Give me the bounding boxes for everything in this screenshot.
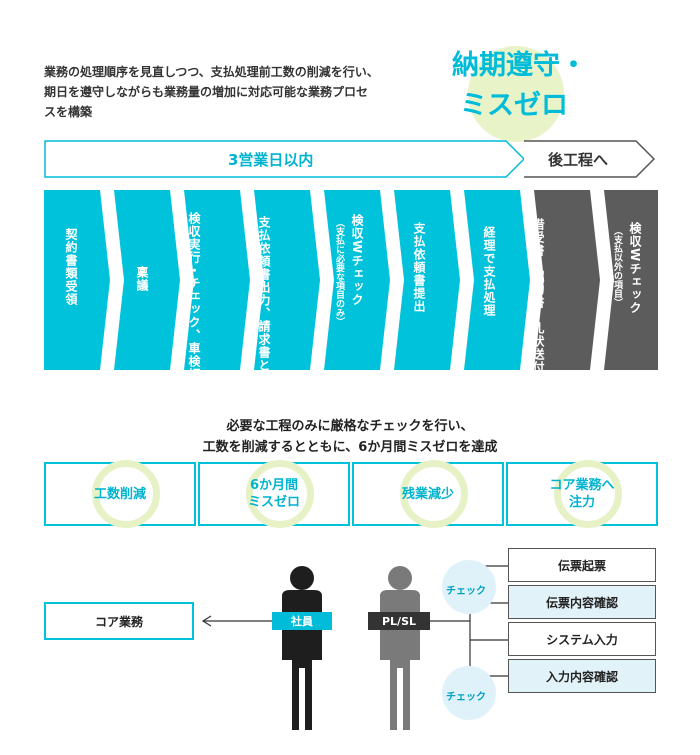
employee-figure-icon (282, 566, 322, 730)
task-box-3: システム入力 (508, 622, 656, 656)
summary-heading: 必要な工程のみに厳格なチェックを行い、 工数を削減するとともに、6か月間ミスゼロ… (0, 416, 700, 458)
summary-line-2: 工数を削減するとともに、6か月間ミスゼロを達成 (202, 440, 498, 455)
goal-headline: 納期遵守・ ミスゼロ (452, 46, 652, 126)
step-9-sublabel: （支払以外の項目） (612, 226, 622, 307)
timeline-next-label: 後工程へ (548, 151, 609, 169)
result-box-1: 工数削減 (44, 460, 196, 528)
task-box-4: 入力内容確認 (508, 659, 656, 693)
step-7-shape (464, 190, 530, 370)
step-2-label: 稟議 (135, 266, 149, 292)
result-3-ring (400, 460, 468, 528)
check-label-2: チェック (446, 692, 486, 703)
step-9-shape (604, 190, 658, 370)
result-4-ring (554, 460, 622, 528)
check-bubble-1 (442, 560, 496, 614)
step-3-shape (184, 190, 250, 370)
timeline-band (44, 140, 656, 178)
step-7-label: 経理で支払処理 (482, 226, 496, 317)
intro-line-2: 期日を遵守しながらも業務量の増加に対応可能な業務プロセ (44, 85, 369, 99)
step-5-label: 検収Wチェック (350, 214, 364, 307)
result-3-line-1: 残業減少 (401, 486, 454, 502)
step-6-label: 支払依頼書提出 (412, 222, 426, 313)
step-1-shape (44, 190, 110, 370)
step-9-label: 検収Wチェック (628, 222, 642, 315)
result-2-ring (246, 460, 314, 528)
step-4-shape (254, 190, 320, 370)
task-box-2: 伝票内容確認 (508, 585, 656, 619)
result-4-line-1: コア業務へ (549, 478, 615, 493)
employee-to-core-arrowhead (201, 615, 212, 627)
timeline-main-label: 3営業日以内 (228, 151, 314, 169)
core-work-label: コア業務 (94, 614, 143, 629)
result-2-line-2: ミスゼロ (247, 495, 300, 510)
step-5-shape (324, 190, 390, 370)
step-8-shape (534, 190, 600, 370)
result-4-line-2: 注力 (568, 495, 595, 510)
step-6-shape (394, 190, 460, 370)
result-box-2: 6か月間 ミスゼロ (198, 460, 350, 528)
goal-highlight-circle (468, 46, 564, 142)
goal-line-1: 納期遵守・ (452, 50, 587, 81)
result-box-4: コア業務へ 注力 (506, 460, 658, 528)
task-4-label: 入力内容確認 (545, 669, 618, 684)
core-work-box: コア業務 (44, 602, 194, 640)
check-bubble-2 (442, 666, 496, 720)
intro-line-3: スを構築 (44, 105, 93, 119)
process-steps (44, 190, 658, 370)
pl-figure-icon (380, 566, 420, 730)
task-2-label: 伝票内容確認 (545, 595, 618, 610)
pl-tag: PL/SL (368, 612, 430, 630)
intro-line-1: 業務の処理順序を見直しつつ、支払処理前工数の削減を行い、 (44, 65, 379, 79)
task-box-1: 伝票起票 (508, 548, 656, 582)
result-box-3: 残業減少 (352, 460, 504, 528)
timeline-next-arrow (524, 140, 656, 178)
result-1-ring (92, 460, 160, 528)
intro-text: 業務の処理順序を見直しつつ、支払処理前工数の削減を行い、 期日を遵守しながらも業… (44, 62, 424, 122)
summary-line-1: 必要な工程のみに厳格なチェックを行い、 (226, 419, 474, 434)
task-3-label: システム入力 (546, 632, 618, 647)
goal-line-2: ミスゼロ (460, 90, 568, 121)
step-2-shape (114, 190, 180, 370)
task-1-label: 伝票起票 (557, 558, 606, 573)
step-1-label: 契約書類受領 (64, 228, 78, 306)
result-1-line-1: 工数削減 (93, 486, 146, 502)
employee-tag: 社員 (272, 612, 332, 630)
timeline-main-arrow (44, 140, 526, 178)
result-2-line-1: 6か月間 (249, 478, 299, 493)
check-label-1: チェック (446, 586, 486, 597)
step-5-sublabel: （支払に必要な項目のみ） (334, 218, 344, 326)
